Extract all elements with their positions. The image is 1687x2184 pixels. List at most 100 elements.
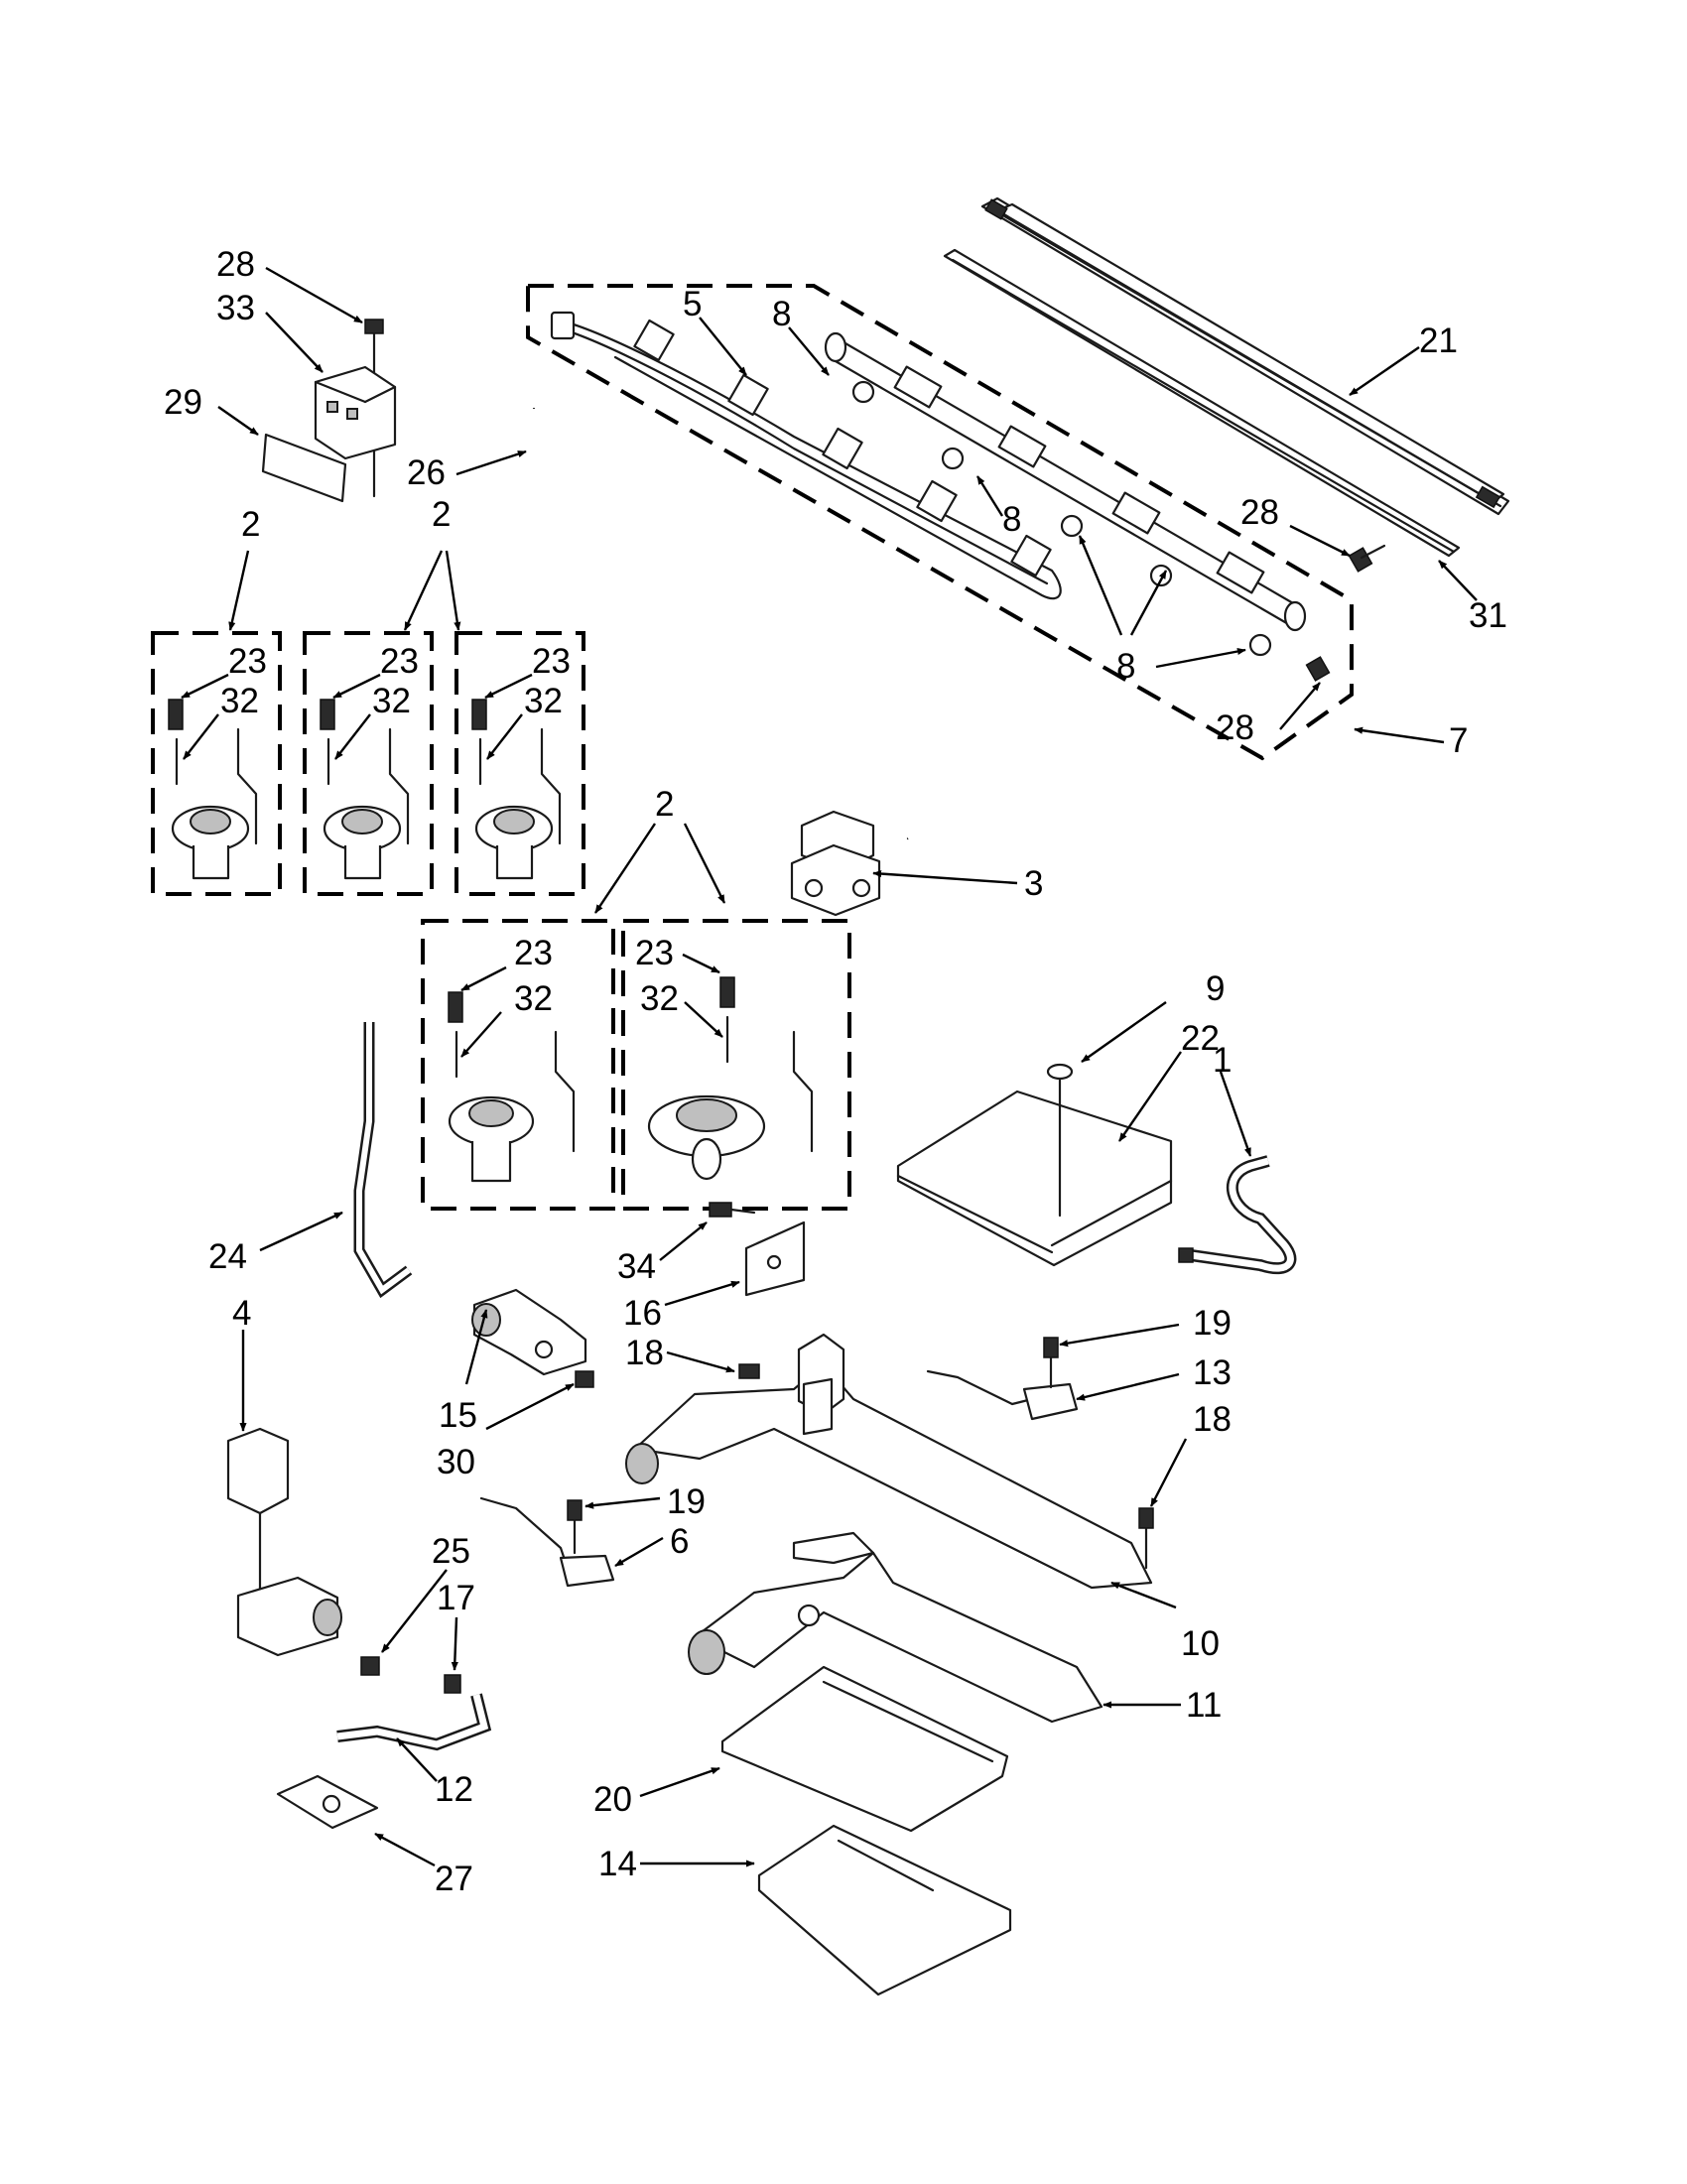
leader-32-e (684, 1001, 723, 1038)
callout-2-b: 2 (432, 495, 451, 534)
callout-24: 24 (208, 1237, 247, 1276)
part-17-fitting (444, 1674, 461, 1694)
callout-32-a: 32 (220, 682, 259, 720)
part-24-tube (353, 1022, 413, 1299)
leader-24 (259, 1211, 343, 1252)
leader-8-mid (975, 475, 1004, 517)
leader-10 (1110, 1581, 1177, 1609)
callout-16: 16 (623, 1294, 662, 1333)
callout-26: 26 (407, 453, 446, 492)
callout-27: 27 (435, 1860, 473, 1898)
leader-28-right (1289, 524, 1351, 558)
valve-assembly-3 (471, 699, 562, 880)
callout-17: 17 (437, 1579, 475, 1617)
leader-8-c (1129, 570, 1168, 636)
leader-33 (265, 312, 324, 373)
part-18-screw-b (1138, 1507, 1154, 1570)
callout-32-c: 32 (524, 682, 563, 720)
part-30-screw (575, 1370, 594, 1388)
callout-10: 10 (1181, 1624, 1220, 1663)
leader-27 (374, 1832, 436, 1867)
leader-7 (1354, 726, 1445, 744)
leader-19-top (1059, 1323, 1180, 1348)
callout-8-mid: 8 (1002, 500, 1021, 539)
callout-23-e: 23 (635, 934, 674, 972)
leader-2-a (228, 550, 250, 631)
callout-32-d: 32 (514, 979, 553, 1018)
leader-22 (1118, 1051, 1182, 1142)
part-6-igniter (479, 1496, 615, 1588)
leader-23-e (682, 953, 720, 974)
leader-8-top (788, 326, 830, 376)
leader-23-b (332, 673, 381, 700)
leader-20 (639, 1766, 720, 1798)
leader-32-d (460, 1011, 502, 1058)
callout-11: 11 (1186, 1686, 1222, 1725)
part-15-orifice (471, 1288, 587, 1376)
part-27-bracket (276, 1774, 379, 1830)
group-outlines (151, 284, 1354, 1211)
leader-32-b (334, 713, 371, 760)
callout-28-right: 28 (1240, 493, 1279, 532)
leader-32-c (486, 713, 523, 760)
callout-23-b: 23 (380, 642, 419, 681)
part-10-burner (625, 1333, 1153, 1590)
callout-18-b: 18 (1193, 1400, 1232, 1439)
part-28-screw-lower (1305, 656, 1331, 682)
callout-9: 9 (1206, 969, 1225, 1008)
leader-29 (217, 406, 259, 436)
leader-15 (464, 1309, 488, 1385)
leader-18-a (666, 1350, 735, 1373)
part-34-screw (709, 1202, 756, 1218)
callout-labels: 28 33 29 26 5 8 8 8 21 28 31 28 7 2 2 23… (164, 245, 1507, 1898)
manifold-group-outline (526, 284, 1354, 761)
callout-29: 29 (164, 383, 202, 422)
leader-26 (455, 450, 527, 476)
leader-31 (1438, 560, 1478, 601)
valve-group-outline-5 (621, 919, 851, 1211)
callout-4: 4 (232, 1294, 251, 1333)
part-drawings (168, 196, 1510, 1996)
callout-31: 31 (1469, 596, 1507, 635)
part-5-wire-harness (550, 311, 1062, 600)
callout-8-top: 8 (772, 295, 791, 333)
leader-18-b (1149, 1438, 1188, 1507)
callout-1: 1 (1213, 1041, 1232, 1080)
leader-1 (1219, 1071, 1252, 1157)
leader-32-a (183, 713, 219, 760)
callout-23-a: 23 (228, 642, 267, 681)
valve-assembly-5 (647, 976, 814, 1181)
leader-5 (699, 317, 747, 376)
callout-32-b: 32 (372, 682, 411, 720)
part-12-tube (336, 1693, 492, 1751)
callout-19-top: 19 (1193, 1304, 1232, 1343)
valve-group-outline-4 (421, 919, 615, 1211)
leader-21 (1349, 346, 1420, 396)
part-22-shield (896, 1070, 1173, 1267)
callout-23-c: 23 (532, 642, 571, 681)
callout-14: 14 (598, 1845, 637, 1883)
callout-19-bottom: 19 (667, 1482, 706, 1521)
part-26-gas-tube (531, 407, 936, 841)
callout-32-e: 32 (640, 979, 679, 1018)
leader-2-d (594, 823, 656, 914)
callout-3: 3 (1024, 864, 1043, 903)
leader-25 (381, 1569, 448, 1653)
valve-group-outline-1 (151, 631, 282, 896)
part-28-screw-right (1348, 544, 1386, 573)
leader-19-bottom (584, 1496, 661, 1509)
callout-2-c: 2 (655, 785, 674, 824)
part-8-manifold-pipe (824, 331, 1307, 657)
part-14-plate (757, 1824, 1012, 1996)
callout-21: 21 (1419, 321, 1458, 360)
leader-8-b (1078, 535, 1123, 636)
leader-28-top (265, 266, 363, 324)
leader-8-d (1155, 647, 1246, 669)
callout-15: 15 (439, 1396, 477, 1435)
leader-17 (451, 1616, 458, 1671)
callout-6: 6 (670, 1522, 689, 1561)
callout-22: 22 (1181, 1019, 1220, 1058)
valve-group-outline-3 (454, 631, 585, 896)
callout-5: 5 (683, 285, 702, 323)
